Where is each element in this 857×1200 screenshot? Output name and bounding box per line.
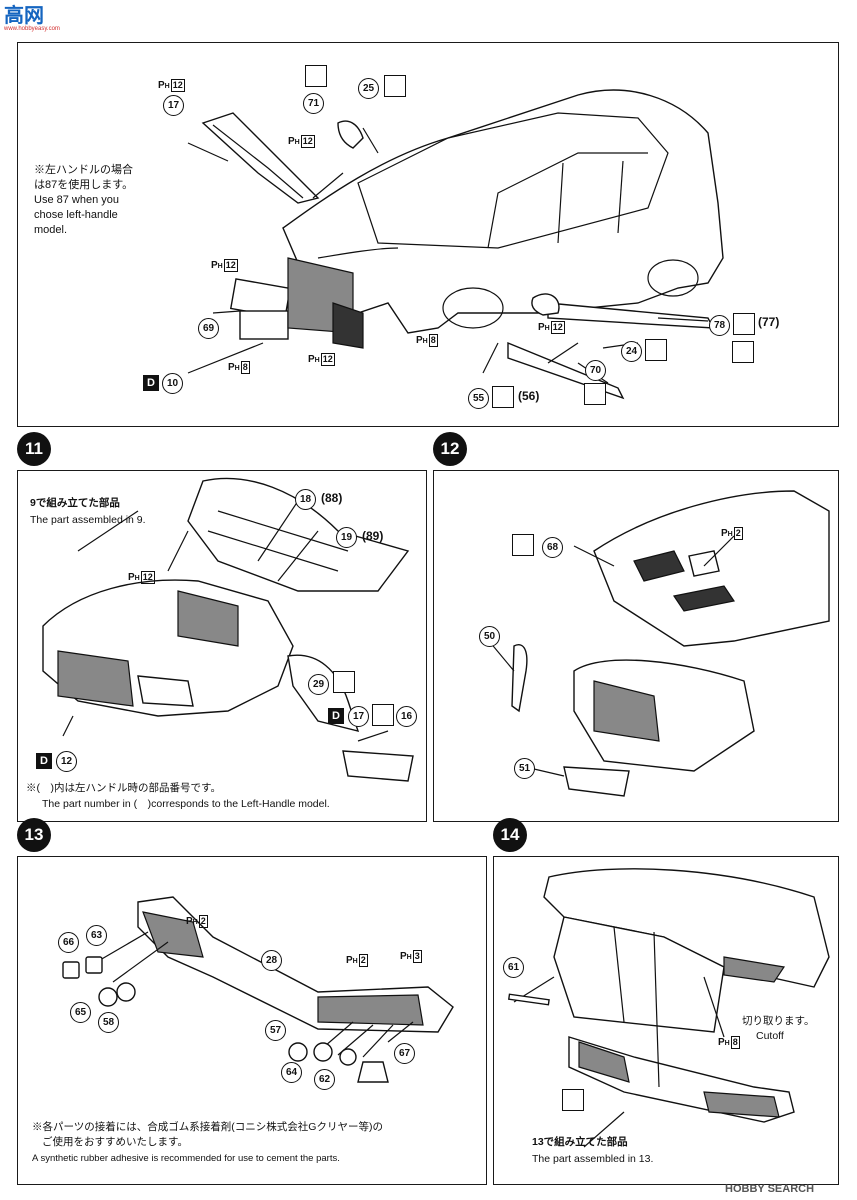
step13-note-en: A synthetic rubber adhesive is recommend… <box>32 1153 340 1164</box>
part-57: 57 <box>265 1020 286 1041</box>
cement-icon-4 <box>512 534 534 556</box>
part-89: (89) <box>362 529 384 543</box>
part-68: 68 <box>542 537 563 558</box>
note-en-3: model. <box>34 224 68 236</box>
hood-drawing <box>488 490 830 797</box>
d-num-12: 12 <box>56 751 77 772</box>
part-29: 29 <box>308 674 329 695</box>
rear-bumper-drawing <box>62 896 454 1083</box>
detail-reference-10: D 10 <box>143 373 184 394</box>
part-56: (56) <box>518 389 540 403</box>
panel-step-11: 9で組み立てた部品 The part assembled in 9. 18 (8… <box>17 470 427 822</box>
step-12-badge: 12 <box>433 432 467 466</box>
decal-icon-4 <box>562 1089 584 1111</box>
part-51: 51 <box>514 758 535 779</box>
part-67: 67 <box>394 1043 415 1064</box>
part-55: 55 <box>468 388 489 409</box>
car-body-drawing <box>187 89 724 400</box>
hobby-search-watermark: HOBBY SEARCH <box>725 1183 815 1195</box>
front-end-drawing <box>42 477 414 782</box>
decal-icon-2 <box>645 339 667 361</box>
step-13-badge: 13 <box>17 818 51 852</box>
step11-note-jp: ※( )内は左ハンドル時の部品番号です。 <box>26 782 221 794</box>
part-78: 78 <box>709 315 730 336</box>
note-jp-2: は87を使用します。 <box>34 179 134 191</box>
rear-end-drawing <box>507 868 830 1148</box>
step14-assembled-en: The part assembled in 13. <box>532 1153 654 1165</box>
note-en-1: Use 87 when you <box>34 194 119 206</box>
paint-icon-1 <box>733 313 755 335</box>
step13-note-jp-2: ご使用をおすすめいたします。 <box>42 1136 188 1148</box>
note-en-2: chose left-handle <box>34 209 118 221</box>
cutoff-jp: 切り取ります。 <box>742 1015 815 1027</box>
part-77: (77) <box>758 315 780 329</box>
part-50: 50 <box>479 626 500 647</box>
part-88: (88) <box>321 491 343 505</box>
detail-reference-12: D <box>36 753 52 769</box>
note-jp-1: ※左ハンドルの場合 <box>34 164 133 176</box>
cement-icon-1 <box>305 65 327 87</box>
part-24: 24 <box>621 341 642 362</box>
step11-note-en: The part number in ( )corresponds to the… <box>42 798 330 810</box>
decal-icon-1 <box>384 75 406 97</box>
detail-reference-17: D <box>328 708 344 724</box>
part-19: 19 <box>336 527 357 548</box>
logo-url: www.hobbyeasy.com <box>4 26 60 32</box>
assembled-en: The part assembled in 9. <box>30 514 146 526</box>
cement-icon-3 <box>732 341 754 363</box>
part-64: 64 <box>281 1062 302 1083</box>
part-16: 16 <box>396 706 417 727</box>
assembled-jp: 9で組み立てた部品 <box>30 497 120 509</box>
paint-icon-2 <box>492 386 514 408</box>
part-65: 65 <box>70 1002 91 1023</box>
step-11-badge: 11 <box>17 432 51 466</box>
paint-icon-3 <box>372 704 394 726</box>
part-18: 18 <box>295 489 316 510</box>
part-71: 71 <box>303 93 324 114</box>
decal-icon-3 <box>333 671 355 693</box>
part-69: 69 <box>198 318 219 339</box>
left-handle-note: ※左ハンドルの場合 は87を使用します。 Use 87 when you cho… <box>34 163 133 238</box>
part-28: 28 <box>261 950 282 971</box>
step-14-badge: 14 <box>493 818 527 852</box>
part-25: 25 <box>358 78 379 99</box>
part-61: 61 <box>503 957 524 978</box>
part-58: 58 <box>98 1012 119 1033</box>
part-17: 17 <box>163 95 184 116</box>
site-logo: 高网 www.hobbyeasy.com <box>4 4 68 34</box>
d-num-10: 10 <box>162 373 184 394</box>
part-70: 70 <box>585 360 606 381</box>
part-17-step11: 17 <box>348 706 369 727</box>
step13-note-jp-1: ※各パーツの接着には、合成ゴム系接着剤(コニシ株式会社Gクリヤー等)の <box>32 1121 383 1133</box>
step14-assembled-jp: 13で組み立てた部品 <box>532 1136 628 1148</box>
part-66: 66 <box>58 932 79 953</box>
part-63: 63 <box>86 925 107 946</box>
part-62: 62 <box>314 1069 335 1090</box>
cement-icon-2 <box>584 383 606 405</box>
cutoff-en: Cutoff <box>756 1030 784 1042</box>
logo-text: 高网 <box>4 3 44 27</box>
